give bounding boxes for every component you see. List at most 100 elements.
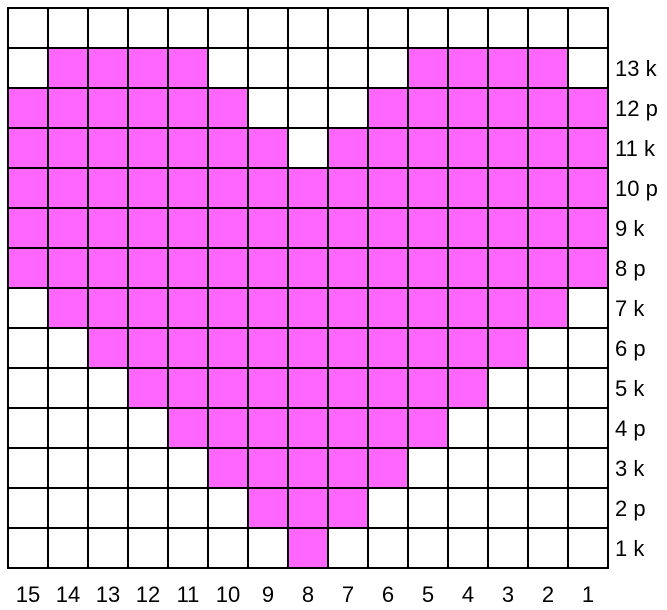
column-label: 13 [96, 582, 120, 607]
stitch-cell-filled [128, 368, 168, 408]
stitch-cell-filled [208, 248, 248, 288]
stitch-cell-empty [128, 488, 168, 528]
stitch-cell-empty [368, 528, 408, 568]
stitch-cell-empty [408, 8, 448, 48]
stitch-cell-empty [248, 48, 288, 88]
column-label: 6 [382, 582, 394, 607]
stitch-cell-empty [8, 528, 48, 568]
stitch-cell-filled [408, 128, 448, 168]
stitch-cell-filled [328, 408, 368, 448]
stitch-cell-filled [48, 128, 88, 168]
stitch-cell-filled [248, 288, 288, 328]
stitch-cell-empty [528, 328, 568, 368]
stitch-cell-filled [408, 208, 448, 248]
stitch-cell-empty [408, 528, 448, 568]
stitch-cell-empty [8, 368, 48, 408]
stitch-cell-filled [408, 408, 448, 448]
stitch-cell-filled [8, 88, 48, 128]
stitch-cell-empty [568, 488, 608, 528]
stitch-cell-filled [168, 128, 208, 168]
stitch-cell-empty [168, 488, 208, 528]
stitch-cell-empty [328, 528, 368, 568]
stitch-cell-filled [88, 208, 128, 248]
column-label: 9 [262, 582, 274, 607]
row-label: 2 p [615, 496, 646, 521]
stitch-cell-filled [408, 288, 448, 328]
stitch-cell-filled [288, 448, 328, 488]
stitch-cell-empty [8, 488, 48, 528]
stitch-cell-filled [488, 128, 528, 168]
stitch-cell-empty [368, 48, 408, 88]
stitch-cell-empty [128, 528, 168, 568]
stitch-cell-empty [8, 288, 48, 328]
stitch-cell-empty [488, 528, 528, 568]
stitch-cell-filled [168, 168, 208, 208]
stitch-cell-filled [128, 248, 168, 288]
stitch-cell-filled [128, 208, 168, 248]
row-label: 9 k [615, 216, 645, 241]
stitch-cell-filled [368, 448, 408, 488]
stitch-cell-filled [288, 248, 328, 288]
stitch-cell-filled [288, 488, 328, 528]
stitch-cell-empty [488, 408, 528, 448]
stitch-cell-filled [208, 448, 248, 488]
column-label: 14 [56, 582, 80, 607]
stitch-cell-empty [448, 8, 488, 48]
stitch-cell-filled [328, 128, 368, 168]
stitch-cell-empty [168, 448, 208, 488]
stitch-cell-filled [368, 128, 408, 168]
stitch-cell-filled [568, 208, 608, 248]
stitch-cell-empty [488, 8, 528, 48]
stitch-cell-filled [48, 88, 88, 128]
stitch-cell-empty [8, 328, 48, 368]
stitch-cell-filled [248, 328, 288, 368]
stitch-cell-empty [448, 408, 488, 448]
row-label: 6 p [615, 336, 646, 361]
stitch-cell-empty [208, 48, 248, 88]
stitch-cell-empty [48, 408, 88, 448]
stitch-cell-empty [408, 448, 448, 488]
stitch-cell-filled [408, 368, 448, 408]
stitch-cell-empty [288, 48, 328, 88]
stitch-cell-filled [408, 248, 448, 288]
stitch-cell-filled [288, 328, 328, 368]
stitch-cell-empty [8, 448, 48, 488]
stitch-cell-filled [568, 248, 608, 288]
row-label: 11 k [615, 136, 656, 161]
row-label: 7 k [615, 296, 645, 321]
stitch-cell-empty [568, 8, 608, 48]
stitch-cell-filled [488, 248, 528, 288]
stitch-cell-empty [528, 368, 568, 408]
column-label: 7 [342, 582, 354, 607]
stitch-cell-empty [8, 8, 48, 48]
stitch-cell-empty [528, 528, 568, 568]
stitch-cell-empty [48, 488, 88, 528]
stitch-cell-filled [168, 48, 208, 88]
stitch-cell-empty [248, 8, 288, 48]
stitch-cell-filled [168, 248, 208, 288]
stitch-cell-filled [448, 248, 488, 288]
stitch-cell-filled [328, 288, 368, 328]
column-label: 4 [462, 582, 474, 607]
stitch-cell-filled [208, 288, 248, 328]
stitch-cell-filled [528, 288, 568, 328]
stitch-cell-filled [248, 488, 288, 528]
stitch-cell-empty [48, 368, 88, 408]
column-label: 2 [542, 582, 554, 607]
stitch-cell-filled [248, 208, 288, 248]
row-label: 10 p [615, 176, 658, 201]
stitch-cell-empty [128, 408, 168, 448]
column-label: 1 [582, 582, 594, 607]
stitch-cell-empty [128, 8, 168, 48]
column-label: 12 [136, 582, 160, 607]
stitch-cell-filled [48, 288, 88, 328]
stitch-cell-filled [208, 328, 248, 368]
stitch-cell-filled [168, 368, 208, 408]
stitch-cell-empty [568, 48, 608, 88]
stitch-cell-empty [528, 408, 568, 448]
stitch-cell-empty [8, 48, 48, 88]
row-label: 12 p [615, 96, 658, 121]
stitch-cell-empty [568, 368, 608, 408]
stitch-cell-filled [328, 328, 368, 368]
